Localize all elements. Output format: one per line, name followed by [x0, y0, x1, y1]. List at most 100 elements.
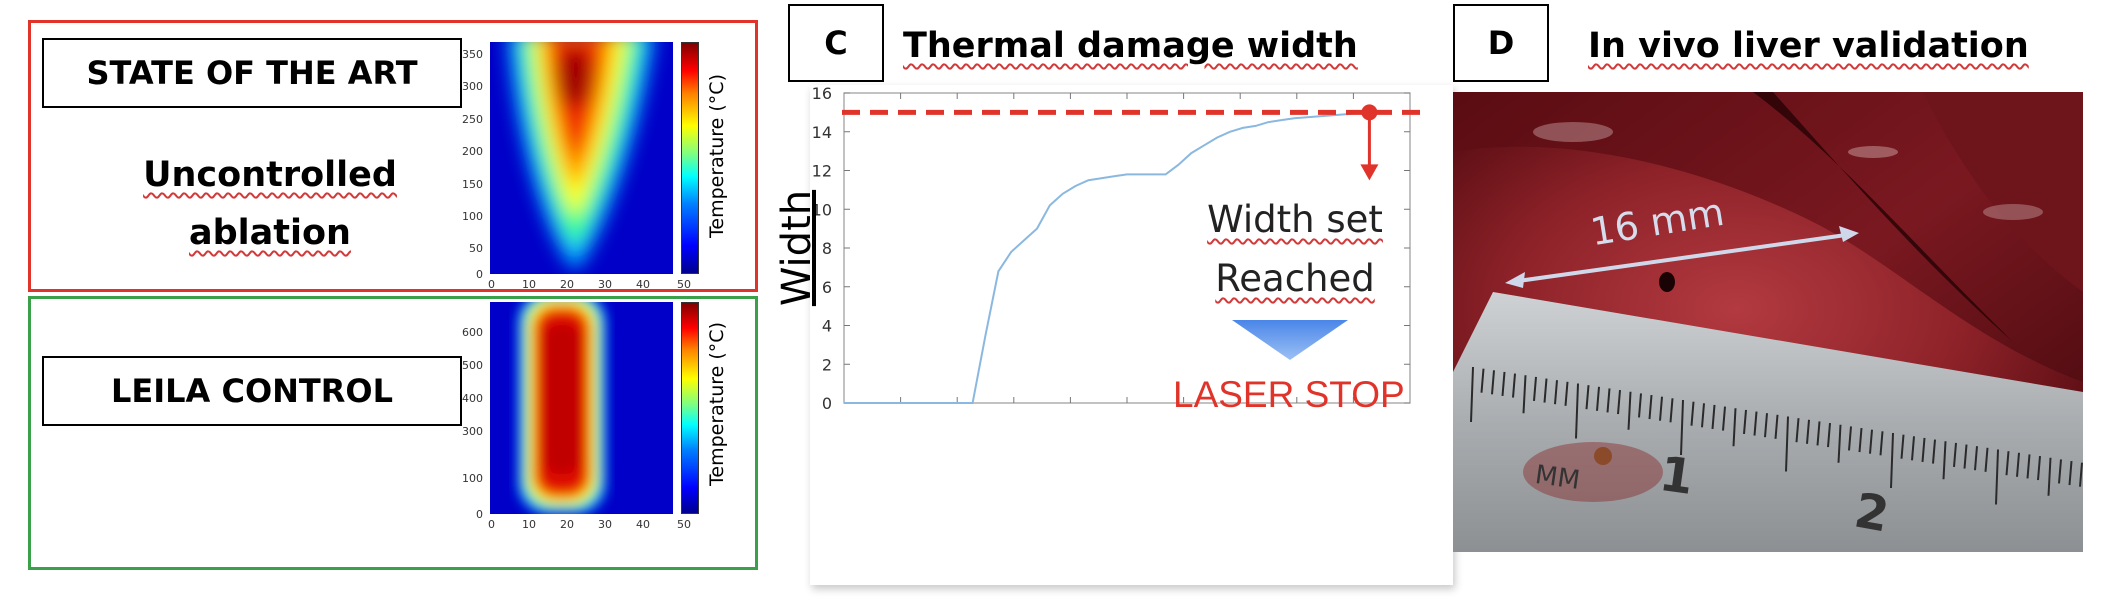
ruler-tick [1669, 398, 1674, 423]
ruler-tick [1575, 383, 1579, 439]
ruler-tick [1627, 391, 1632, 430]
ruler-tick [1480, 368, 1485, 393]
ruler-tick [1890, 432, 1894, 489]
y-tick-label: 16 [812, 85, 832, 103]
panel-leila-control [28, 296, 758, 570]
heatmap-a-ytick: 200 [462, 145, 483, 158]
leila-control-title: LEILA CONTROL [111, 372, 393, 410]
ruler-tick [1963, 444, 1968, 469]
ruler-tick [1606, 388, 1611, 413]
ruler-tick [1522, 375, 1527, 414]
ruler-tick [1732, 408, 1737, 447]
ruler-tick [1879, 431, 1884, 456]
laser-stop-label: LASER STOP [1173, 374, 1405, 415]
ruler-tick [1491, 370, 1495, 395]
down-triangle-icon [1232, 320, 1348, 360]
ruler-unit-label: MM [1533, 460, 1582, 496]
ruler-tick [1690, 401, 1695, 426]
ruler-tick [1848, 426, 1852, 451]
width-series-line [844, 111, 1372, 404]
panel-d-letter-box: D [1453, 4, 1549, 82]
ruler-tick [1974, 446, 1978, 471]
liver-photo [1453, 92, 2083, 552]
ruler-tick [1827, 423, 1831, 448]
y-tick-label: 6 [822, 278, 832, 297]
panel-c-letter: C [824, 24, 848, 62]
ruler-tick [1869, 429, 1873, 454]
y-tick-label: 4 [822, 317, 832, 336]
y-axis-label: Width [774, 190, 820, 306]
colorbar-a-min: 50 [677, 278, 691, 291]
colorbar-b-min: 50 [677, 518, 691, 531]
ruler-tick [1722, 406, 1726, 431]
y-tick-label: 8 [822, 239, 832, 258]
heatmap-a-xtick: 10 [522, 278, 536, 291]
reached-text: Reached [1215, 257, 1375, 300]
heatmap-b-xtick: 0 [488, 518, 495, 531]
ruler-tick [1711, 404, 1716, 430]
ruler-tick [1816, 421, 1821, 446]
ruler-tick [1921, 437, 1926, 463]
panel-c-letter-box: C [788, 4, 884, 82]
ruler-tick [1701, 403, 1705, 428]
ruler-tick [1680, 399, 1684, 456]
panel-d-heading: In vivo liver validation [1588, 26, 2029, 66]
ruler-tick [1512, 373, 1516, 398]
colorbar-b [681, 302, 699, 514]
y-tick-label: 10 [812, 200, 832, 219]
ruler-tick [1743, 409, 1747, 434]
state-of-the-art-title: STATE OF THE ART [86, 54, 418, 92]
heatmap-b-xtick: 10 [522, 518, 536, 531]
ruler-tick [1564, 381, 1569, 406]
width-set-text: Width set [1207, 198, 1383, 241]
heatmap-b-graphic [490, 302, 673, 514]
ruler-tick [1774, 414, 1779, 439]
heatmap-b-xtick: 20 [560, 518, 574, 531]
heatmap-a-graphic [490, 42, 673, 274]
ruler-tick [1942, 441, 1947, 480]
ablation-word: ablation [189, 213, 351, 253]
ruler-tick [1585, 385, 1590, 410]
ruler-tick [1837, 424, 1842, 463]
down-arrow-icon [1360, 164, 1379, 181]
uncontrolled-ablation-label: Uncontrolled ablation [110, 146, 430, 262]
ruler-tick [1596, 386, 1600, 411]
panel-c-heading: Thermal damage width [903, 26, 1358, 66]
heatmap-a-ytick: 0 [476, 268, 483, 281]
heatmap-b-ytick: 400 [462, 392, 483, 405]
y-tick-label: 14 [812, 123, 832, 142]
width-set-annotation: Width set Reached [1175, 190, 1415, 308]
plot-frame [843, 92, 1411, 404]
ruler-tick [1785, 416, 1789, 472]
ruler-tick [2079, 462, 2083, 487]
ruler-tick [1984, 447, 1989, 472]
ruler-tick [2058, 459, 2062, 484]
ruler-tick [1470, 366, 1474, 423]
ruler-tick [1932, 439, 1936, 464]
ruler-tick [1554, 380, 1558, 405]
heatmap-a-ytick: 250 [462, 113, 483, 126]
colorbar-a [681, 42, 699, 274]
ruler-tick [1648, 394, 1653, 420]
ruler-tick [1995, 449, 1999, 505]
ruler-tick [1659, 396, 1663, 421]
ruler-tick [1900, 434, 1905, 459]
heatmap-b-ytick: 600 [462, 326, 483, 339]
heatmap-b-ytick: 500 [462, 359, 483, 372]
heatmap-a-ytick: 350 [462, 48, 483, 61]
ruler-tick [1858, 427, 1863, 453]
uncontrolled-word: Uncontrolled [143, 155, 397, 195]
ruler-tick [1911, 436, 1915, 461]
heatmap-state-of-the-art [490, 42, 673, 274]
ruler-ticks [1470, 366, 2083, 505]
ruler-tick [2047, 457, 2052, 496]
heatmap-a-xtick: 40 [636, 278, 650, 291]
heatmap-a-ytick: 300 [462, 80, 483, 93]
y-tick-label: 2 [822, 355, 832, 374]
heatmap-a-ytick: 100 [462, 210, 483, 223]
heatmap-b-ytick: 0 [476, 508, 483, 521]
y-tick-label: 12 [812, 162, 832, 181]
ruler-tick [2037, 456, 2041, 481]
heatmap-leila-control [490, 302, 673, 514]
